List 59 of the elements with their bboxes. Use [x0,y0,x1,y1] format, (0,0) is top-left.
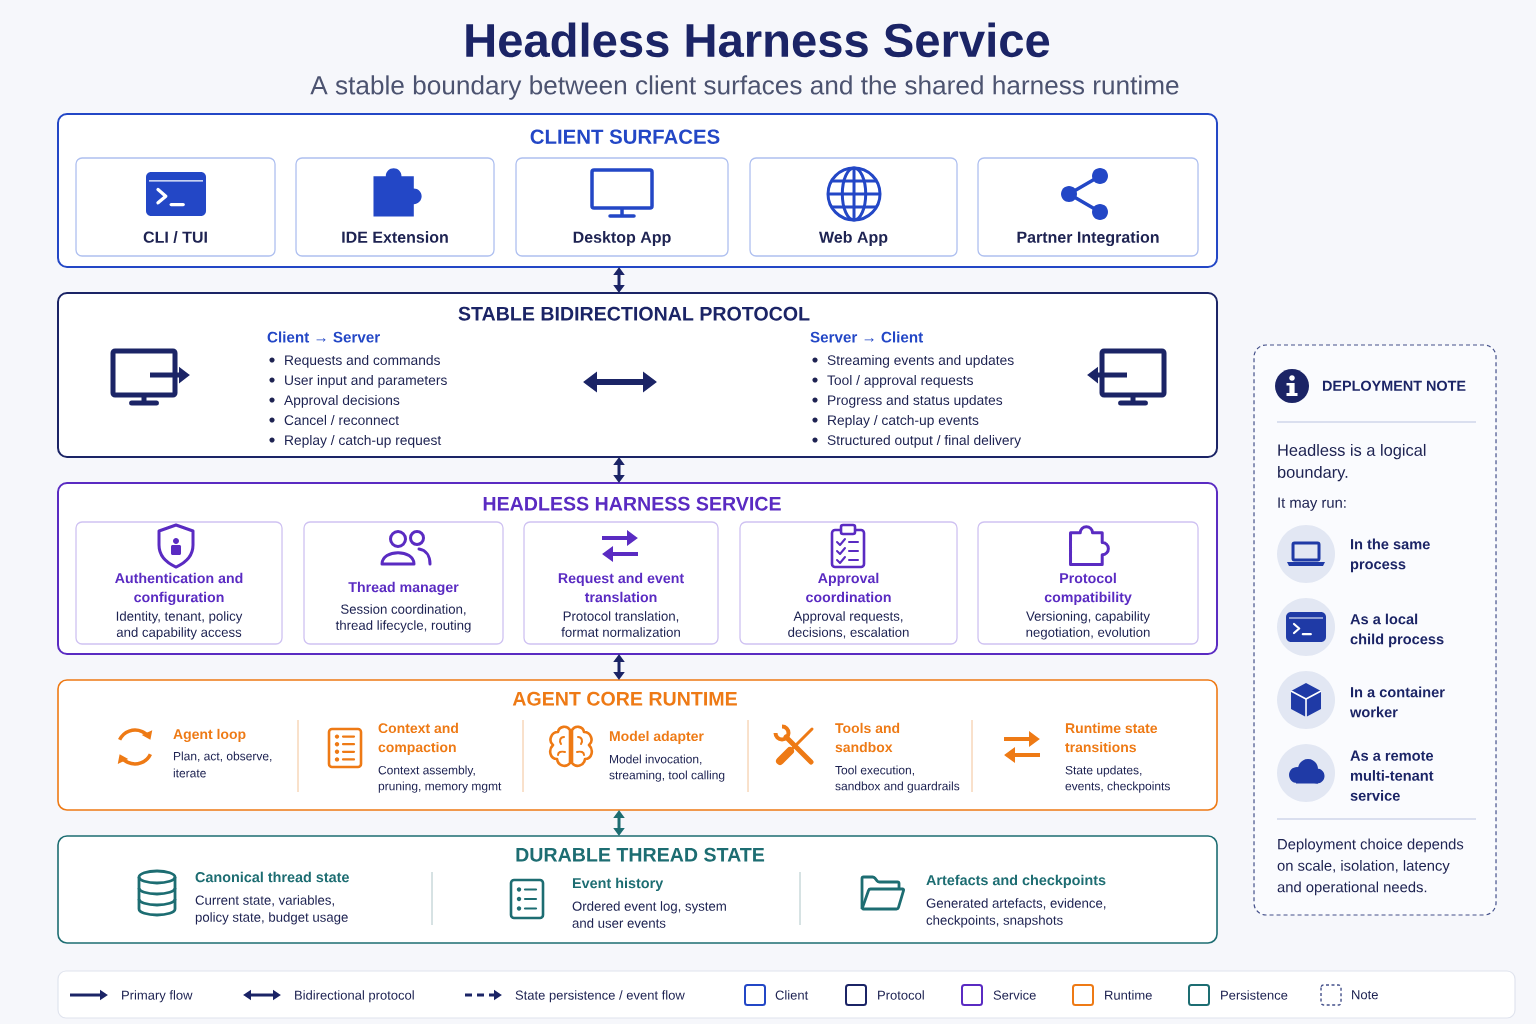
item-description: Current state, variables, policy state, budget usage [195,895,348,925]
item-title: Canonical thread state [195,871,349,883]
service-card: Protocol compatibility Versioning, capability negotiation, evolution [977,521,1199,645]
item-description: State updates, events, checkpoints [1065,765,1170,793]
double-arrow [613,810,625,836]
option-label: As a remote multi-tenant service [1350,750,1434,801]
double-arrow [613,654,625,680]
legend-label: Note [1352,990,1378,1000]
list-item: Requests and commands [285,354,440,368]
note-text: Deployment choice depends on scale, isolation, latency and operational needs. [1277,838,1464,896]
note-text: It may run: [1278,497,1346,511]
legend-label: State persistence / event flow [515,990,685,1003]
list-item: Streaming events and updates [827,354,1014,368]
column-heading: Server → Client [810,331,923,343]
legend-label: Primary flow [122,990,193,1003]
list-item: Structured output / final delivery [827,434,1021,448]
item-title: Runtime state transitions [1065,722,1158,753]
list-item: Replay / catch-up request [285,434,442,448]
double-arrow [613,457,625,483]
legend-label: Protocol [878,990,924,1000]
option-label: In a container worker [1350,686,1445,718]
item-title: Tools and sandbox [835,722,900,753]
list-item: Tool / approval requests [827,374,973,388]
legend-label: Client [775,990,809,1000]
item-title: Artefacts and checkpoints [926,874,1106,889]
item-title: Agent loop [173,728,246,742]
item-description: Tool execution, sandbox and guardrails [835,765,960,793]
list-item: Approval decisions [284,394,400,408]
service-card: Authentication and configuration Identity, tenant, policy and capability access [75,521,283,645]
subtitle: A stable boundary between client surfaces and the shared harness runtime [310,75,1179,100]
legend-label: Runtime [1105,990,1152,1000]
legend-label: Persistence [1221,990,1288,1000]
item-description: Plan, act, observe, iterate [173,751,272,778]
client-card: IDE Extension [295,157,495,257]
list-item: Cancel / reconnect [284,414,399,425]
client-card: Desktop App [515,157,729,257]
client-card: Partner Integration [977,157,1199,257]
item-description: Model invocation, streaming, tool calling [609,754,725,782]
client-card: Web App [749,157,958,257]
legend-label: Bidirectional protocol [295,990,414,1003]
item-description: Context assembly, pruning, memory mgmt [378,765,502,793]
item-title: Event history [573,877,664,892]
option-label: In the same process [1351,538,1430,573]
note-text: Headless is a logical boundary. [1278,443,1426,482]
list-item: Progress and status updates [828,394,1003,408]
list-item: Replay / catch-up events [828,414,979,428]
column-heading: Client → Server [267,331,380,343]
title: Headless Harness Service [466,22,1050,58]
item-description: Ordered event log, system and user events [572,901,726,928]
item-title: Model adapter [609,730,704,744]
service-card: Request and event translation Protocol translation, format normalization [523,521,719,645]
option-label: As a local child process [1350,613,1444,648]
double-arrow [613,267,625,293]
legend-label: Service [993,990,1036,1000]
item-title: Context and compaction [378,722,458,755]
item-description: Generated artefacts, evidence, checkpoints, snapshots [926,898,1106,928]
service-card: Thread manager Session coordination, thread lifecycle, routing [303,521,504,645]
service-card: Approval coordination Approval requests, decisions, escalation [739,521,958,645]
list-item: User input and parameters [285,374,447,388]
